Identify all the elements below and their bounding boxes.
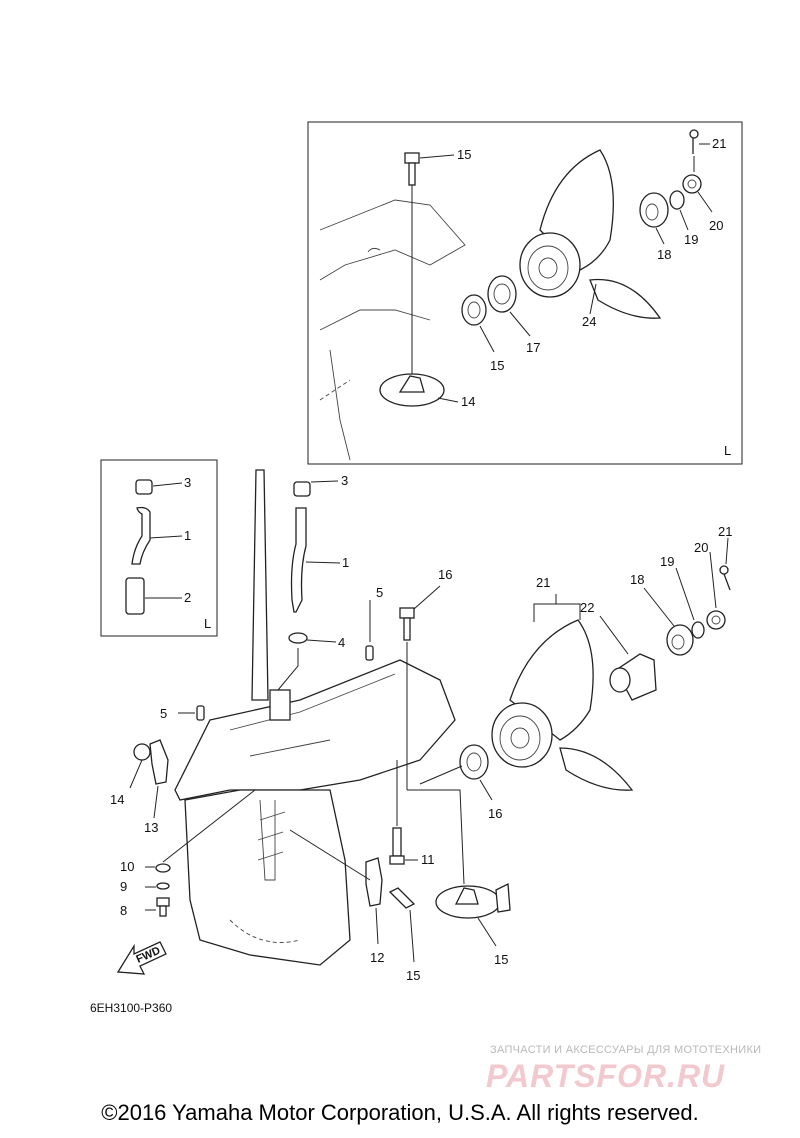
inset-lower-case-outline xyxy=(319,199,466,461)
bolt-icon xyxy=(404,152,420,186)
cotter-pin-icon xyxy=(719,565,731,591)
callout-5b: 5 xyxy=(160,706,167,721)
callout-21: 21 xyxy=(712,136,726,151)
inset-frame-hose-l xyxy=(100,459,218,637)
callout-2: 2 xyxy=(184,590,191,605)
callout-19b: 19 xyxy=(660,554,674,569)
nut-icon xyxy=(682,174,702,194)
spacer-icon xyxy=(461,294,487,326)
lower-unit-casing-icon xyxy=(174,469,456,966)
callout-18b: 18 xyxy=(630,572,644,587)
anode-icon xyxy=(379,373,445,407)
bolt-icon xyxy=(389,827,405,865)
callout-7: 9 xyxy=(120,879,127,894)
bolt-icon xyxy=(156,897,170,917)
dowel-pin-icon xyxy=(196,705,205,721)
watermark-logo: PARTSFOR.RU xyxy=(486,1058,726,1094)
callout-21b: 21 xyxy=(718,524,732,539)
spacer-icon xyxy=(609,653,657,701)
callout-16b: 16 xyxy=(488,806,502,821)
washer-icon xyxy=(156,882,170,890)
propeller-icon xyxy=(519,149,662,319)
dowel-pin-icon xyxy=(365,645,374,661)
callout-1: 1 xyxy=(184,528,191,543)
bolt-icon xyxy=(399,607,415,641)
callout-12: 15 xyxy=(406,968,420,983)
inset-marker-top: L xyxy=(724,443,731,458)
callout-17: 17 xyxy=(526,340,540,355)
nut-icon xyxy=(133,743,151,761)
sleeve-icon xyxy=(125,577,145,615)
callout-5: 5 xyxy=(376,585,383,600)
washer-icon xyxy=(691,621,705,639)
callout-11: 13 xyxy=(144,820,158,835)
propeller-icon xyxy=(491,619,634,791)
grommet-icon xyxy=(135,479,153,495)
inset-marker-left: L xyxy=(204,616,211,631)
callout-15b: 16 xyxy=(438,567,452,582)
hose-icon xyxy=(131,506,151,565)
callout-20b: 20 xyxy=(694,540,708,555)
callout-3b: 3 xyxy=(341,473,348,488)
grommet-icon xyxy=(293,481,311,497)
callout-23: 22 xyxy=(580,600,594,615)
copyright-notice: ©2016 Yamaha Motor Corporation, U.S.A. A… xyxy=(101,1100,699,1125)
callout-22: 21 xyxy=(536,575,550,590)
callout-10: 12 xyxy=(370,950,384,965)
callout-1b: 1 xyxy=(342,555,349,570)
anode-icon xyxy=(435,882,511,919)
fwd-arrow-icon: FWD xyxy=(116,941,167,975)
callout-24: 24 xyxy=(582,314,596,329)
bracket-icon xyxy=(149,739,169,785)
callout-16: 15 xyxy=(490,358,504,373)
callout-8: 10 xyxy=(120,859,134,874)
spacer-icon xyxy=(639,192,669,228)
washer-icon xyxy=(669,190,685,210)
seal-icon xyxy=(288,632,308,644)
inset-frame-propeller-l xyxy=(307,121,743,465)
callout-14b: 15 xyxy=(494,952,508,967)
callout-20: 20 xyxy=(709,218,723,233)
trim-tab-icon xyxy=(365,857,383,907)
callout-19: 19 xyxy=(684,232,698,247)
callout-15: 15 xyxy=(457,147,471,162)
water-tube-icon xyxy=(290,507,307,613)
callout-6: 8 xyxy=(120,903,127,918)
callout-13: 14 xyxy=(110,792,124,807)
callout-14: 14 xyxy=(461,394,475,409)
washer-icon xyxy=(666,624,694,656)
watermark-tagline: ЗАПЧАСТИ И АКСЕССУАРЫ ДЛЯ МОТОТЕХНИКИ xyxy=(490,1044,762,1056)
callout-3: 3 xyxy=(184,475,191,490)
washer-icon xyxy=(155,863,171,873)
washer-icon xyxy=(487,275,517,313)
nut-icon xyxy=(706,610,726,630)
bolt-icon xyxy=(388,887,416,909)
cotter-pin-icon xyxy=(689,129,699,154)
callout-18: 18 xyxy=(657,247,671,262)
callout-4: 4 xyxy=(338,635,345,650)
callout-9: 11 xyxy=(421,852,435,867)
drawing-code: 6EH3100-P360 xyxy=(90,1001,172,1015)
spacer-icon xyxy=(459,744,489,780)
